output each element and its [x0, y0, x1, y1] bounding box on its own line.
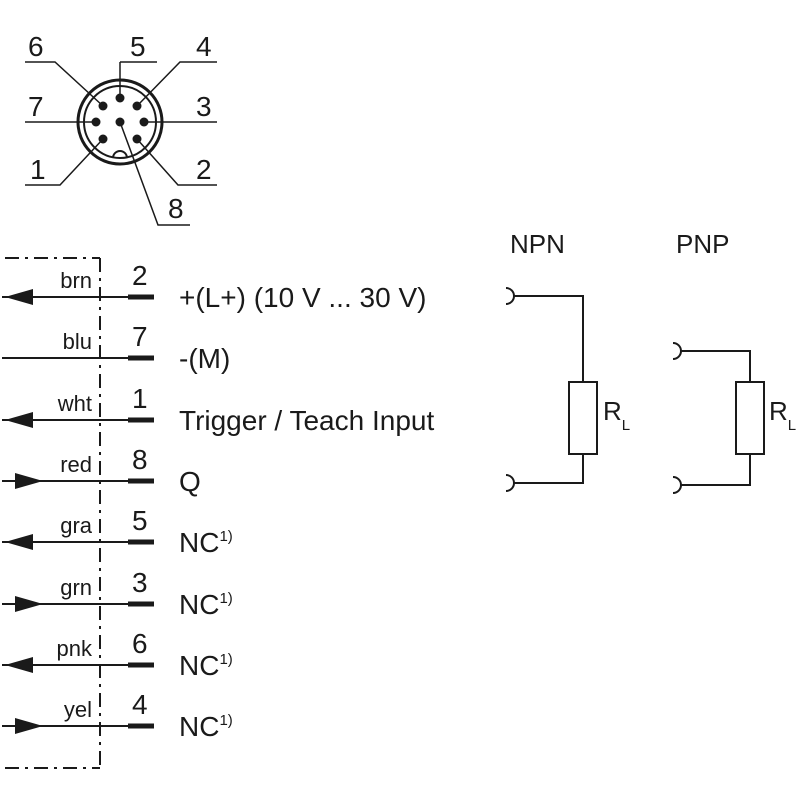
wire-color-label: wht	[57, 391, 92, 416]
wire-signal-footnote: 1)	[219, 651, 232, 668]
wire-color-label: red	[60, 452, 92, 477]
wire-signal-text: Q	[179, 466, 201, 497]
arrow-left-icon	[5, 289, 33, 305]
wire-signal-text: NC	[179, 711, 219, 742]
pin-label-1: 1	[30, 154, 46, 185]
npn-terminal-top	[505, 287, 515, 305]
wire-list: brn 2 +(L+) (10 V ... 30 V) blu 7 -(M) wht 1Tri…	[2, 260, 434, 742]
wire-color-label: gra	[60, 513, 93, 538]
wire-color-label: yel	[64, 697, 92, 722]
pin-label-6: 6	[28, 31, 44, 62]
wire-pin-number: 2	[132, 260, 148, 291]
wire-signal-footnote: 1)	[219, 712, 232, 729]
pnp-label: PNP	[676, 229, 729, 259]
npn-wire	[514, 295, 584, 484]
wire-signal-label: Q	[179, 466, 201, 497]
pnp-resistor	[735, 381, 765, 455]
leader-4	[136, 61, 217, 107]
pnp-terminal-top	[672, 342, 682, 360]
wire-signal-text: NC	[179, 527, 219, 558]
wire-color-label: pnk	[57, 636, 93, 661]
wire-pin-number: 8	[132, 444, 148, 475]
sensor-boundary	[5, 257, 101, 769]
wire-pin-number: 1	[132, 383, 148, 414]
pnp-wire	[681, 350, 751, 486]
arrow-right-icon	[15, 596, 43, 612]
wire-signal-label: +(L+) (10 V ... 30 V)	[179, 282, 426, 313]
arrow-right-icon	[15, 718, 43, 734]
pnp-resistor-label: RL	[769, 396, 796, 434]
wire-pin-number: 3	[132, 567, 148, 598]
leader-1	[25, 138, 104, 186]
npn-terminal-bottom	[505, 474, 515, 492]
npn-load-circuit: NPN RL	[505, 229, 630, 492]
leader-2	[136, 138, 217, 186]
pnp-load-circuit: PNP RL	[672, 229, 796, 494]
wire-signal-label: Trigger / Teach Input	[179, 405, 434, 436]
leader-6	[25, 61, 104, 107]
leader-5	[119, 61, 157, 98]
arrow-left-icon	[5, 534, 33, 550]
arrow-left-icon	[5, 412, 33, 428]
wire-signal-footnote: 1)	[219, 528, 232, 545]
wire-signal-text: +(L+) (10 V ... 30 V)	[179, 282, 426, 313]
npn-resistor-label: RL	[603, 396, 630, 434]
connector-face: 6 5 4 7 3 1 2 8	[25, 31, 217, 226]
wire-pin-number: 6	[132, 628, 148, 659]
leader-8	[119, 121, 190, 226]
pin-label-7: 7	[28, 91, 44, 122]
pin-label-4: 4	[196, 31, 212, 62]
wire-signal-label: -(M)	[179, 343, 230, 374]
wire-row: blu 7 -(M)	[2, 321, 230, 374]
npn-label: NPN	[510, 229, 565, 259]
arrow-right-icon	[15, 473, 43, 489]
pin-label-8: 8	[168, 193, 184, 224]
pin-label-5: 5	[130, 31, 146, 62]
wire-signal-label: NC1)	[179, 589, 233, 620]
wire-signal-label: NC1)	[179, 527, 233, 558]
wire-pin-number: 5	[132, 505, 148, 536]
wire-signal-footnote: 1)	[219, 590, 232, 607]
connector-key-notch	[112, 150, 128, 159]
wire-signal-text: Trigger / Teach Input	[179, 405, 434, 436]
pnp-terminal-bottom	[672, 476, 682, 494]
wire-pin-number: 7	[132, 321, 148, 352]
wire-signal-label: NC1)	[179, 650, 233, 681]
wire-signal-label: NC1)	[179, 711, 233, 742]
wire-color-label: blu	[63, 329, 92, 354]
arrow-left-icon	[5, 657, 33, 673]
wire-color-label: grn	[60, 575, 92, 600]
wire-pin-number: 4	[132, 689, 148, 720]
pin-label-2: 2	[196, 154, 212, 185]
wire-row: brn 2 +(L+) (10 V ... 30 V)	[2, 260, 426, 313]
wire-signal-text: NC	[179, 589, 219, 620]
wire-signal-text: -(M)	[179, 343, 230, 374]
wire-color-label: brn	[60, 268, 92, 293]
pin-label-3: 3	[196, 91, 212, 122]
wire-row: red 8Q	[2, 444, 201, 497]
wire-signal-text: NC	[179, 650, 219, 681]
npn-resistor	[568, 381, 598, 455]
